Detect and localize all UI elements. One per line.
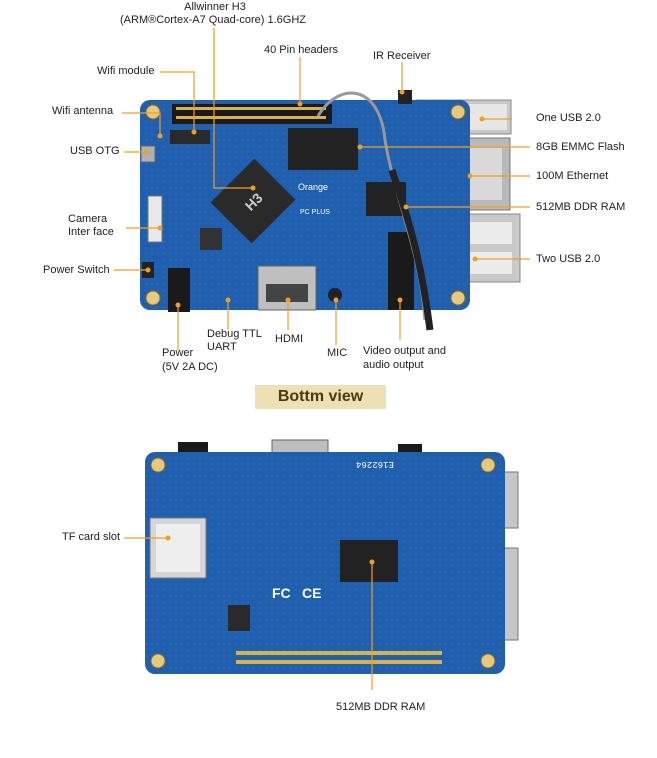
label-cpu-detail: (ARM®Cortex-A7 Quad-core) 1.6GHZ <box>120 14 306 26</box>
label-hdmi: HDMI <box>275 333 304 345</box>
label-power-switch: Power Switch <box>43 264 110 276</box>
model-marking: PC PLUS <box>300 209 330 216</box>
label-tf-card: TF card slot <box>62 531 121 543</box>
label-pin-headers: 40 Pin headers <box>264 44 338 56</box>
label-cpu: Allwinner H3 <box>184 1 246 13</box>
wifi-module-icon <box>170 130 210 144</box>
label-two-usb: Two USB 2.0 <box>536 253 601 265</box>
emmc-chip-icon <box>288 128 358 170</box>
bottom-board: E162264 FC CE <box>145 439 519 674</box>
label-emmc: 8GB EMMC Flash <box>536 141 625 153</box>
power-jack-icon <box>168 268 190 312</box>
top-leader-lines <box>114 28 530 350</box>
ce-mark-icon: CE <box>302 585 321 601</box>
fcc-mark-icon: FC <box>272 585 291 601</box>
top-board: H3 Orange PC PLUS <box>140 90 521 331</box>
label-ir-receiver: IR Receiver <box>373 50 431 62</box>
label-power-1: Power <box>162 347 194 359</box>
brand-marking: Orange <box>298 182 328 192</box>
ddr-bottom-chip-icon <box>340 540 398 582</box>
bottom-leader-lines <box>124 537 373 690</box>
label-usb-otg: USB OTG <box>70 145 120 157</box>
label-ddr-bottom: 512MB DDR RAM <box>336 701 426 713</box>
label-video-2: audio output <box>363 359 424 371</box>
label-one-usb: One USB 2.0 <box>536 112 601 124</box>
label-ddr-top: 512MB DDR RAM <box>536 201 626 213</box>
label-mic: MIC <box>327 347 348 359</box>
label-debug-2: UART <box>207 341 237 353</box>
label-debug-1: Debug TTL <box>207 328 262 340</box>
bottom-view-title: Bottm view <box>255 385 386 409</box>
label-video-1: Video output and <box>363 345 446 357</box>
camera-connector-icon <box>147 195 163 243</box>
av-jack-icon <box>388 232 414 310</box>
label-camera-2: Inter face <box>68 226 114 238</box>
label-wifi-module: Wifi module <box>97 65 155 77</box>
cpu-chip-icon <box>210 158 296 244</box>
label-power-2: (5V 2A DC) <box>162 361 218 373</box>
usb-otg-icon <box>140 145 156 163</box>
board-code-marking: E162264 <box>356 459 394 469</box>
label-camera-1: Camera <box>68 213 108 225</box>
mic-icon <box>328 288 342 302</box>
label-wifi-antenna: Wifi antenna <box>52 105 114 117</box>
label-ethernet: 100M Ethernet <box>536 170 609 182</box>
